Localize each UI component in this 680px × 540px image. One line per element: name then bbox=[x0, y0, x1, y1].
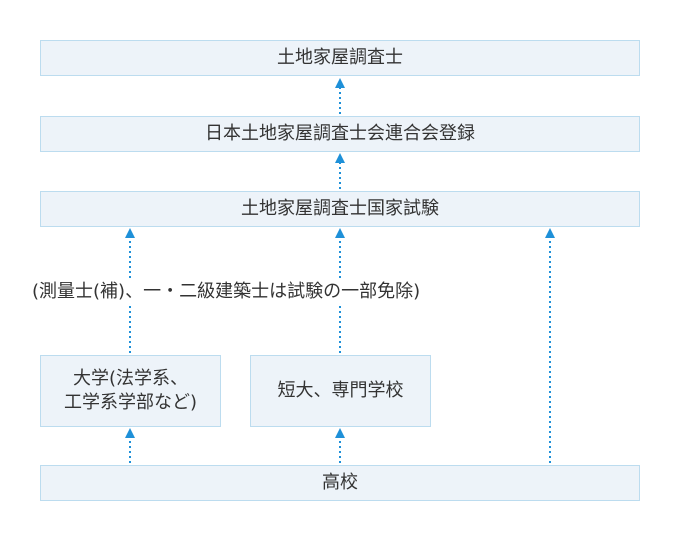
node-label: 日本土地家屋調査士会連合会登録 bbox=[205, 123, 475, 144]
node-university: 大学(法学系、 工学系学部など) bbox=[40, 355, 221, 427]
node-label: 土地家屋調査士国家試験 bbox=[241, 198, 439, 219]
arrowhead-icon bbox=[335, 228, 345, 238]
node-registration: 日本土地家屋調査士会連合会登録 bbox=[40, 116, 640, 152]
arrowhead-icon bbox=[545, 228, 555, 238]
arrowhead-icon bbox=[335, 78, 345, 88]
arrowhead-icon bbox=[335, 153, 345, 163]
node-label: 土地家屋調査士 bbox=[277, 47, 403, 68]
node-label-line2: 工学系学部など) bbox=[63, 392, 198, 413]
node-high-school: 高校 bbox=[40, 465, 640, 501]
node-junior-college: 短大、専門学校 bbox=[250, 355, 431, 427]
exemption-note: (測量士(補)、一・二級建築士は試験の一部免除) bbox=[32, 280, 492, 304]
arrowhead-icon bbox=[125, 228, 135, 238]
arrowhead-icon bbox=[125, 428, 135, 438]
node-national-exam: 土地家屋調査士国家試験 bbox=[40, 191, 640, 227]
node-surveyor: 土地家屋調査士 bbox=[40, 40, 640, 76]
node-label: 高校 bbox=[322, 472, 358, 493]
node-label: 短大、専門学校 bbox=[277, 380, 404, 401]
arrowhead-icon bbox=[335, 428, 345, 438]
node-label-line1: 大学(法学系、 bbox=[72, 368, 189, 389]
